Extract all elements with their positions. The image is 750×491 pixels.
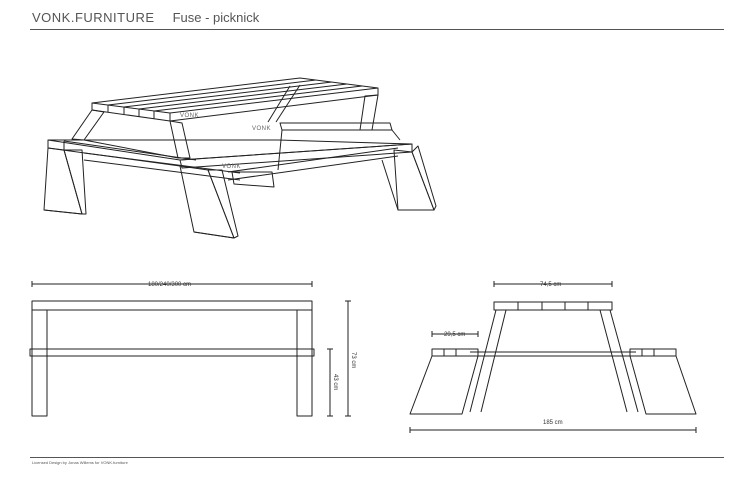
brand-title: VONK.FURNITURE — [32, 10, 155, 25]
dim-table-top-width: 74,5 cm — [540, 282, 561, 288]
engraving-mark-top: VONK — [180, 113, 199, 119]
perspective-view: VONK VONK VONK — [43, 77, 437, 239]
product-title: Fuse - picknick — [172, 10, 260, 25]
front-leg-block — [179, 165, 239, 239]
header-rule — [30, 29, 724, 30]
footer-credit: Licensed Design by Jonas Willems for VON… — [32, 460, 128, 465]
left-bench-leg — [43, 147, 87, 215]
right-bench-leg — [381, 145, 437, 211]
dim-bench-width: 29,5 cm — [444, 332, 465, 338]
side-elevation: 74,5 cm 29,5 cm 185 cm — [409, 281, 697, 433]
dim-total-height: 73 cm — [350, 352, 356, 368]
dim-length: 180/240/300 cm — [148, 282, 191, 288]
footer-rule — [30, 457, 724, 458]
engraving-mark-front: VONK — [222, 164, 241, 170]
dim-seat-height: 43 cm — [332, 374, 338, 390]
engraving-mark-bench: VONK — [252, 126, 271, 132]
front-elevation: 180/240/300 cm 73 cm 43 cm — [29, 281, 356, 417]
right-leg-frame — [267, 84, 379, 131]
header: VONK.FURNITURE Fuse - picknick — [32, 10, 259, 30]
back-bench — [277, 122, 401, 171]
table-top — [91, 77, 379, 122]
dim-total-width: 185 cm — [543, 420, 563, 426]
